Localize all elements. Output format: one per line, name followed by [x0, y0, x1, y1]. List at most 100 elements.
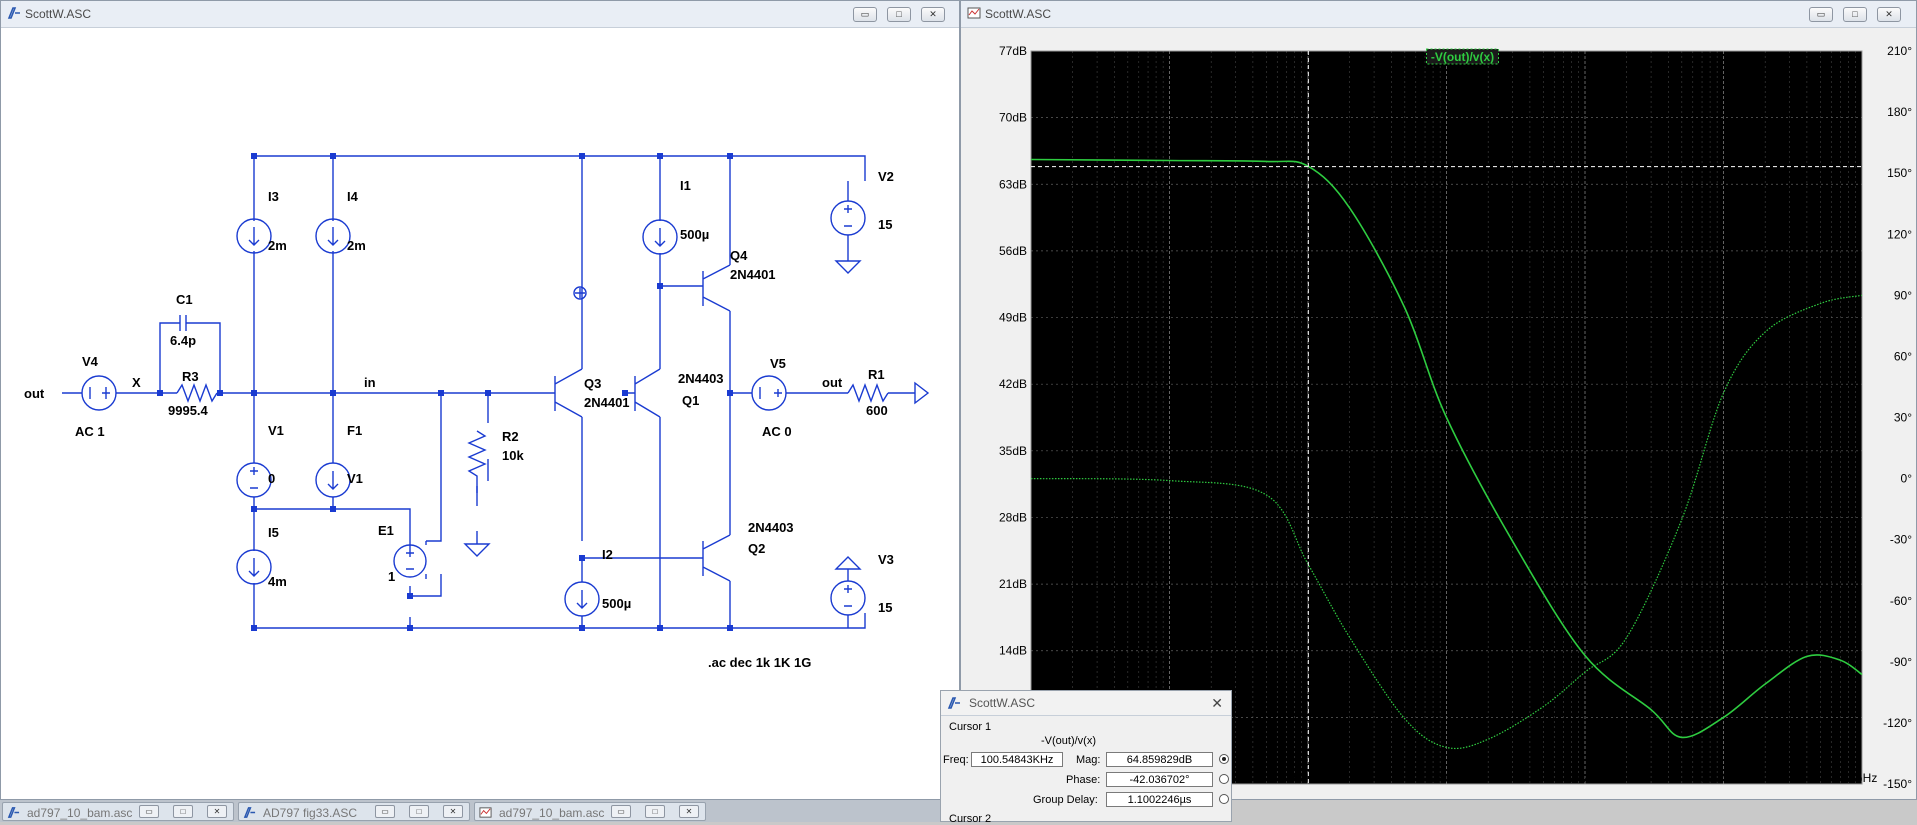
plot-area[interactable]: 77dB70dB63dB56dB49dB42dB35dB28dB21dB14dB… [964, 29, 1914, 799]
group-delay-radio[interactable] [1219, 794, 1229, 804]
y-right-tick-label: -90° [1890, 655, 1912, 669]
ltspice-logo-icon [947, 696, 961, 710]
close-button[interactable]: ✕ [443, 805, 463, 818]
f1-name: F1 [347, 423, 362, 438]
y-right-tick-label: 180° [1887, 105, 1912, 119]
c1-value: 6.4p [170, 333, 196, 348]
q3-model: 2N4401 [584, 395, 630, 410]
schematic-window: ScottW.ASC ▭ □ ✕ [0, 0, 960, 800]
mag-field[interactable]: 64.859829dB [1106, 752, 1213, 767]
schematic-title: ScottW.ASC [25, 7, 91, 21]
v3-name: V3 [878, 552, 894, 567]
ltspice-logo-icon [243, 806, 256, 819]
y-right-tick-label: 210° [1887, 44, 1912, 58]
mag-radio[interactable] [1219, 754, 1229, 764]
y-left-tick-label: 70dB [999, 111, 1027, 125]
r2-resistor-symbol [469, 431, 485, 493]
group-delay-field[interactable]: 1.1002246µs [1106, 792, 1213, 807]
c1-capacitor-symbol [180, 315, 186, 331]
i4-value: 2m [347, 238, 366, 253]
spice-directive: .ac dec 1k 1K 1G [708, 655, 811, 670]
close-icon[interactable]: ✕ [1211, 695, 1223, 712]
waveform-viewer-icon [967, 6, 981, 20]
v3-value: 15 [878, 600, 892, 615]
minimized-window-title: AD797 fig33.ASC [263, 806, 357, 820]
r3-value: 9995.4 [168, 403, 209, 418]
y-right-tick-label: 150° [1887, 166, 1912, 180]
y-right-tick-label: -150° [1883, 777, 1912, 791]
y-left-tick-label: 49dB [999, 311, 1027, 325]
i3-name: I3 [268, 189, 279, 204]
i2-name: I2 [602, 547, 613, 562]
close-button[interactable]: ✕ [679, 805, 699, 818]
group-delay-label: Group Delay: [1033, 794, 1098, 806]
net-out-right-label: out [822, 375, 843, 390]
y-right-tick-label: 120° [1887, 227, 1912, 241]
r3-resistor-symbol [177, 385, 217, 401]
restore-button[interactable]: ▭ [139, 805, 159, 818]
e1-value: 1 [388, 569, 395, 584]
y-right-tick-label: 60° [1894, 349, 1912, 363]
phase-label: Phase: [1066, 774, 1100, 786]
restore-button[interactable]: ▭ [375, 805, 395, 818]
maximize-button[interactable]: □ [173, 805, 193, 818]
q3-name: Q3 [584, 376, 601, 391]
y-right-tick-label: 30° [1894, 411, 1912, 425]
r1-resistor-symbol [848, 385, 888, 401]
r1-value: 600 [866, 403, 888, 418]
q4-name: Q4 [730, 248, 748, 263]
f1-value: V1 [347, 471, 363, 486]
e1-name: E1 [378, 523, 394, 538]
v2-name: V2 [878, 169, 894, 184]
y-left-tick-label: 14dB [999, 644, 1027, 658]
restore-button[interactable]: ▭ [611, 805, 631, 818]
minimize-button[interactable]: ▭ [853, 7, 877, 22]
i1-value: 500µ [680, 227, 709, 242]
minimized-window-3[interactable]: ad797_10_bam.asc ▭ □ ✕ [474, 802, 706, 821]
cursor-window: ScottW.ASC ✕ Cursor 1 -V(out)/v(x) Freq:… [940, 690, 1232, 822]
ltspice-logo-icon [7, 806, 20, 819]
minimized-window-title: ad797_10_bam.asc [27, 806, 132, 820]
x-tick-label: 10MHz [1566, 771, 1604, 785]
y-right-tick-label: 0° [1901, 472, 1913, 486]
c1-name: C1 [176, 292, 193, 307]
minimized-windows-bar: ad797_10_bam.asc ▭ □ ✕ AD797 fig33.ASC ▭… [0, 800, 940, 822]
q2-name: Q2 [748, 541, 765, 556]
v4-source-symbol [82, 376, 116, 410]
maximize-button[interactable]: □ [887, 7, 911, 22]
minimized-window-1[interactable]: ad797_10_bam.asc ▭ □ ✕ [2, 802, 234, 821]
maximize-button[interactable]: □ [645, 805, 665, 818]
schematic-title-bar[interactable]: ScottW.ASC ▭ □ ✕ [1, 1, 959, 28]
v1-value: 0 [268, 471, 275, 486]
y-left-tick-label: 56dB [999, 244, 1027, 258]
y-left-tick-label: 21dB [999, 577, 1027, 591]
close-button[interactable]: ✕ [1877, 7, 1901, 22]
y-left-tick-label: 42dB [999, 377, 1027, 391]
cursor-title-bar[interactable]: ScottW.ASC ✕ [941, 691, 1231, 716]
i1-name: I1 [680, 178, 691, 193]
maximize-button[interactable]: □ [409, 805, 429, 818]
minimized-window-2[interactable]: AD797 fig33.ASC ▭ □ ✕ [238, 802, 470, 821]
i5-value: 4m [268, 574, 287, 589]
maximize-button[interactable]: □ [1843, 7, 1867, 22]
mag-label: Mag: [1076, 754, 1100, 766]
y-right-tick-label: 90° [1894, 288, 1912, 302]
schematic-canvas[interactable]: out V4 AC 1 X C1 6.4p R3 9995.4 I3 2m I4… [10, 31, 954, 801]
minimized-window-title: ad797_10_bam.asc [499, 806, 604, 820]
v1-name: V1 [268, 423, 284, 438]
q2-model: 2N4403 [748, 520, 794, 535]
phase-field[interactable]: -42.036702° [1106, 772, 1213, 787]
q1-model: 2N4403 [678, 371, 724, 386]
phase-radio[interactable] [1219, 774, 1229, 784]
close-button[interactable]: ✕ [921, 7, 945, 22]
waveform-title-bar[interactable]: ScottW.ASC ▭ □ ✕ [961, 1, 1916, 28]
minimize-button[interactable]: ▭ [1809, 7, 1833, 22]
freq-field[interactable]: 100.54843KHz [971, 752, 1063, 767]
y-right-tick-label: -30° [1890, 533, 1912, 547]
x-tick-label: 100MHz [1701, 771, 1746, 785]
i5-name: I5 [268, 525, 279, 540]
y-right-tick-label: -60° [1890, 594, 1912, 608]
q4-model: 2N4401 [730, 267, 776, 282]
close-button[interactable]: ✕ [207, 805, 227, 818]
y-right-tick-label: -120° [1883, 716, 1912, 730]
